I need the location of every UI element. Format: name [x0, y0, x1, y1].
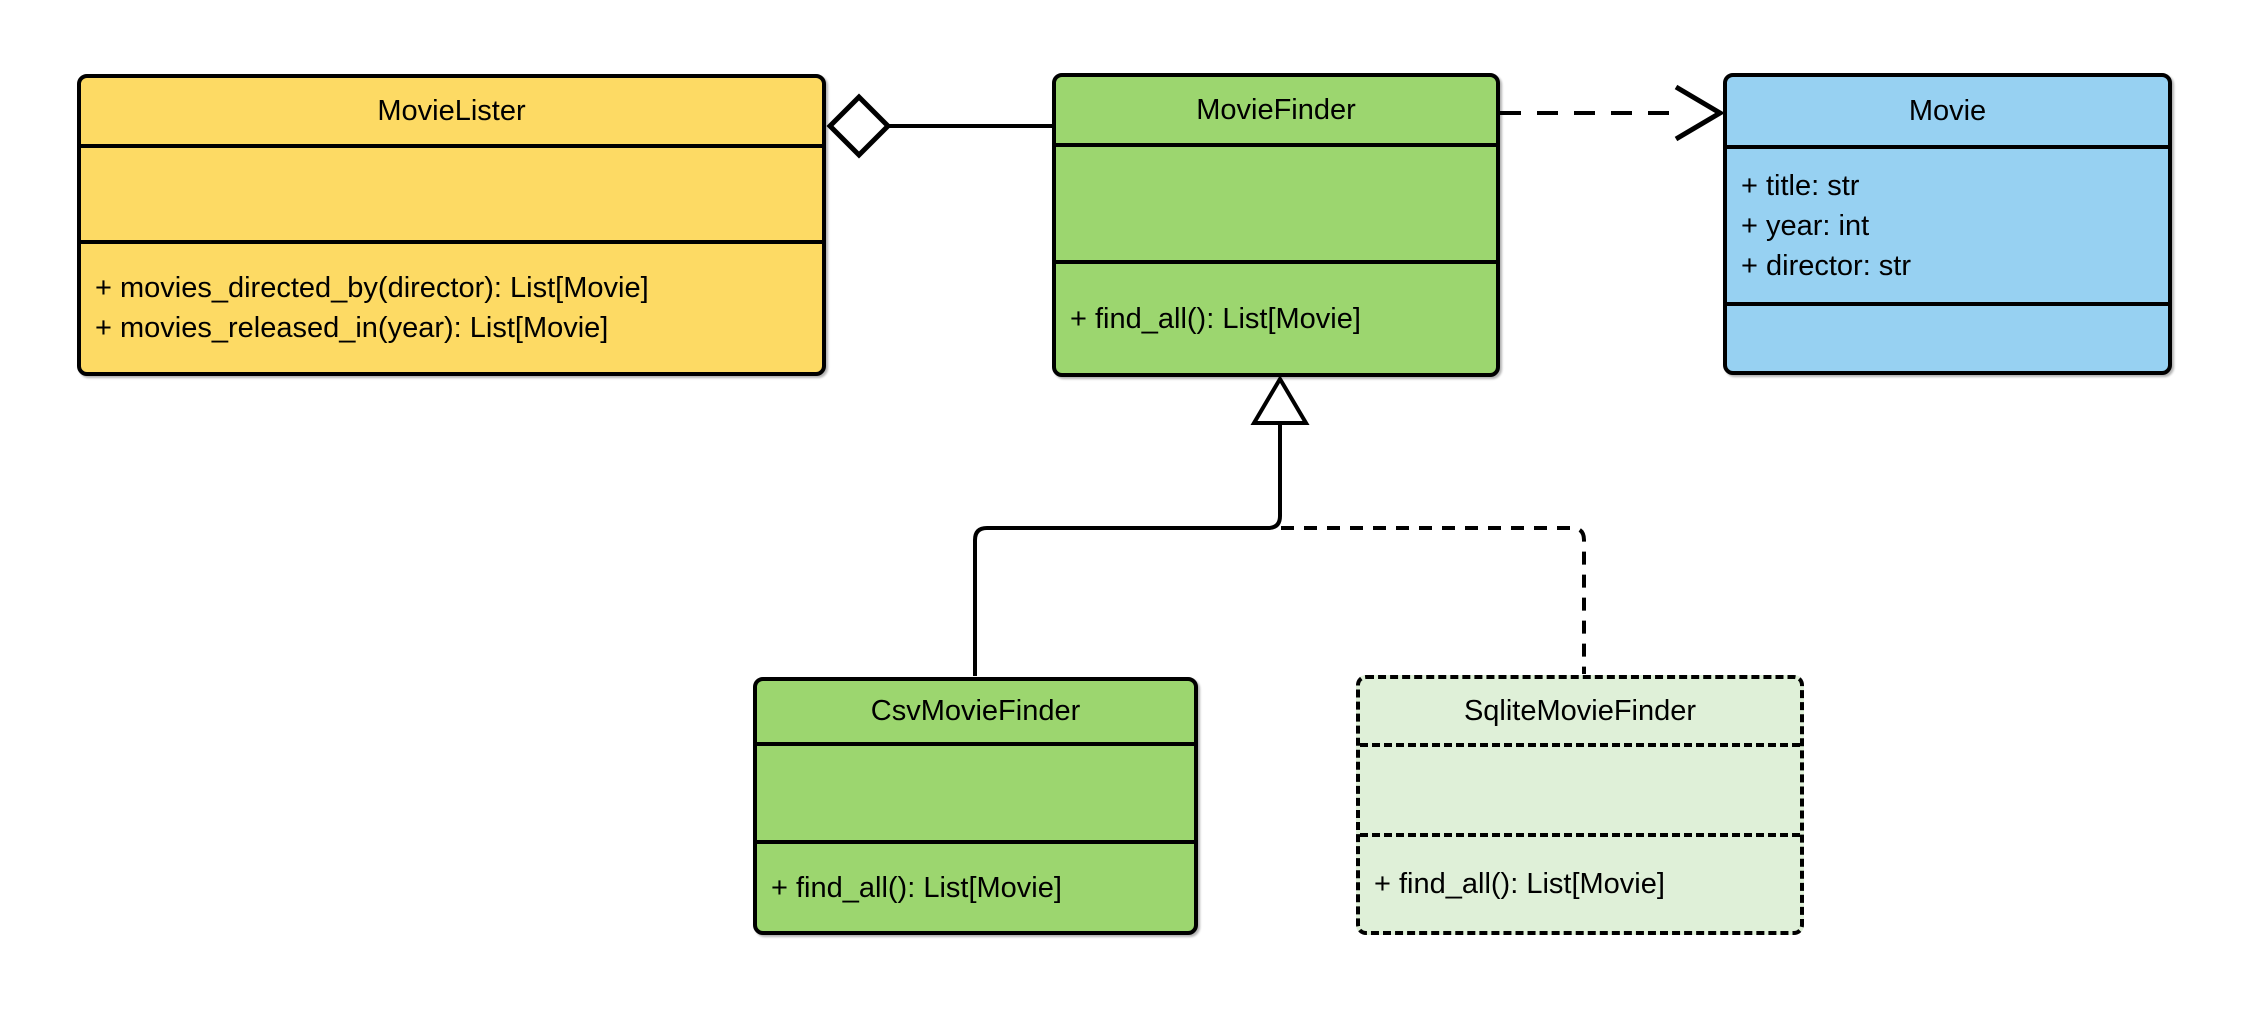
method-item: + movies_released_in(year): List[Movie] [95, 312, 609, 344]
class-name: Movie [1908, 94, 1987, 127]
aggregation-diamond-marker [826, 93, 892, 159]
class-name: MovieFinder [1196, 93, 1356, 126]
class-box-movielister: MovieLister + movies_directed_by(directo… [77, 74, 826, 376]
methods-compartment: + find_all(): List[Movie] [1056, 260, 1496, 373]
methods-compartment: + find_all(): List[Movie] [1360, 833, 1800, 931]
attribute-item: + director: str [1741, 249, 1912, 282]
attributes-compartment [1056, 143, 1496, 260]
attributes-compartment [757, 742, 1194, 840]
method-item: + find_all(): List[Movie] [771, 871, 1062, 904]
class-box-movie: Movie + title: str + year: int + directo… [1723, 73, 2172, 375]
class-name: CsvMovieFinder [870, 695, 1081, 727]
methods-compartment [1727, 302, 2168, 371]
method-item: + find_all(): List[Movie] [1070, 302, 1361, 335]
method-item: + find_all(): List[Movie] [1374, 868, 1665, 900]
class-name: MovieLister [377, 94, 526, 127]
attribute-item: + title: str [1741, 169, 1860, 202]
attribute-item: + year: int [1741, 209, 1870, 242]
class-box-sqlitemoviefinder: SqliteMovieFinder + find_all(): List[Mov… [1356, 675, 1804, 935]
inheritance-connector-csvmoviefinder-moviefinder [973, 423, 1282, 676]
dependency-connector-moviefinder-movie [1500, 84, 1725, 142]
method-item: + movies_directed_by(director): List[Mov… [95, 272, 649, 304]
methods-compartment: + find_all(): List[Movie] [757, 840, 1194, 931]
open-arrowhead-marker [1674, 84, 1725, 142]
attributes-compartment [81, 144, 822, 240]
attributes-compartment [1360, 743, 1800, 833]
class-box-csvmoviefinder: CsvMovieFinder + find_all(): List[Movie] [753, 677, 1198, 935]
aggregation-connector-movielister-moviefinder [826, 93, 1052, 159]
methods-compartment: + movies_directed_by(director): List[Mov… [81, 240, 822, 372]
inheritance-connector-sqlitemoviefinder-moviefinder [1281, 526, 1586, 674]
class-box-moviefinder: MovieFinder + find_all(): List[Movie] [1052, 73, 1500, 377]
class-name: SqliteMovieFinder [1463, 694, 1697, 727]
inheritance-triangle-marker [1250, 375, 1310, 425]
attributes-compartment: + title: str + year: int + director: str [1727, 145, 2168, 302]
